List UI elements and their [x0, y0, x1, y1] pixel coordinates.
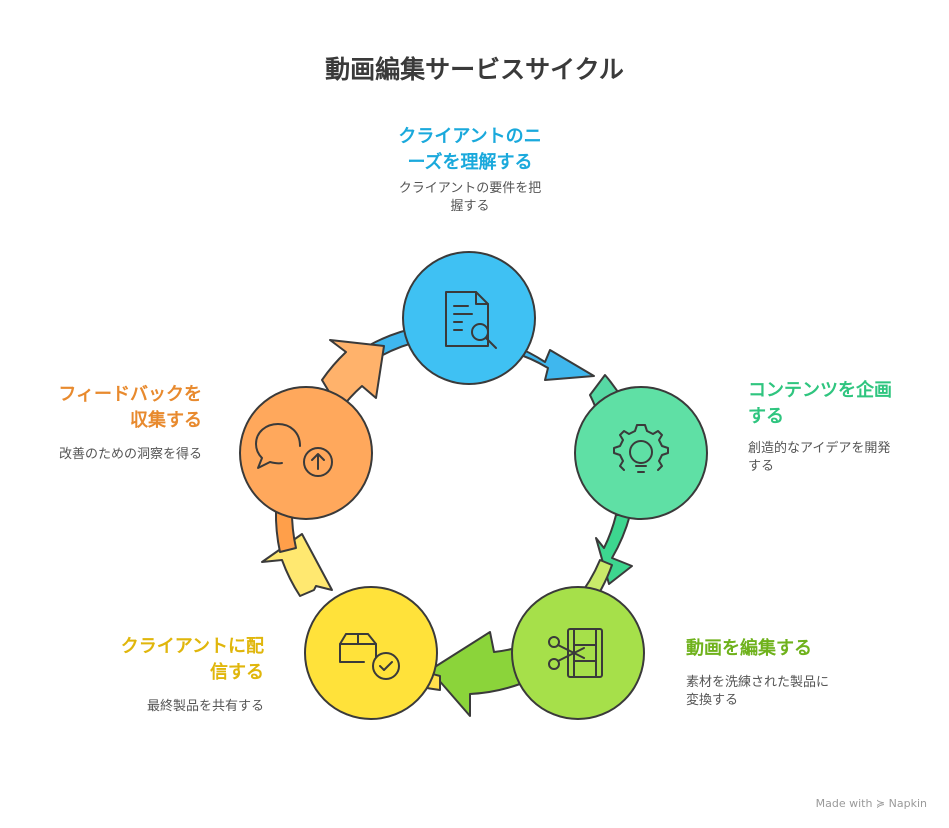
step-2-desc-line2: する	[748, 459, 775, 474]
step-3-circle	[511, 586, 645, 720]
step-2-circle	[574, 386, 708, 520]
step-2-title-line1: コンテンツを企画	[748, 380, 892, 401]
step-4-title: クライアントに配 信する	[60, 634, 264, 686]
package-check-icon	[339, 633, 400, 680]
document-search-icon	[445, 291, 497, 349]
step-2-desc: 創造的なアイデアを開発 する	[748, 440, 938, 476]
chat-upload-icon	[255, 423, 333, 477]
napkin-watermark[interactable]: Made with ≽ Napkin	[815, 797, 927, 810]
step-4-desc: 最終製品を共有する	[60, 698, 264, 716]
step-1-desc: クライアントの要件を把 握する	[340, 180, 600, 216]
arrow-segment-4-head	[261, 533, 333, 597]
step-1-title-line1: クライアントのニ	[398, 126, 542, 147]
page-title: 動画編集サービスサイクル	[325, 55, 624, 84]
step-4-title-line2: 信する	[210, 662, 264, 683]
step-5-desc-line1: 改善のための洞察を得る	[58, 447, 202, 462]
film-scissors-icon	[548, 628, 603, 678]
step-4-desc-line1: 最終製品を共有する	[146, 699, 264, 714]
step-5-title: フィードバックを 収集する	[20, 382, 202, 434]
step-2-title: コンテンツを企画 する	[748, 378, 938, 430]
step-5-desc: 改善のための洞察を得る	[20, 446, 202, 464]
step-1-desc-line2: 握する	[450, 199, 490, 214]
step-3-title: 動画を編集する	[686, 636, 886, 662]
step-5-title-line2: 収集する	[130, 410, 202, 431]
step-1-title: クライアントのニ ーズを理解する	[340, 124, 600, 176]
step-5-title-line1: フィードバックを	[58, 384, 202, 405]
step-3-desc: 素材を洗練された製品に 変換する	[686, 674, 886, 710]
arrow-segment-3-head	[429, 631, 521, 717]
step-3-title-line1: 動画を編集する	[686, 638, 812, 659]
step-2-title-line2: する	[748, 406, 784, 427]
step-1-desc-line1: クライアントの要件を把	[398, 181, 542, 196]
step-4-circle	[304, 586, 438, 720]
step-3-desc-line2: 変換する	[686, 693, 739, 708]
step-1-title-line2: ーズを理解する	[407, 152, 533, 173]
step-1-circle	[402, 251, 536, 385]
step-4-title-line1: クライアントに配	[120, 636, 264, 657]
lightbulb-gear-icon	[613, 424, 669, 473]
step-3-desc-line1: 素材を洗練された製品に	[686, 675, 830, 690]
step-2-desc-line1: 創造的なアイデアを開発	[748, 441, 891, 456]
